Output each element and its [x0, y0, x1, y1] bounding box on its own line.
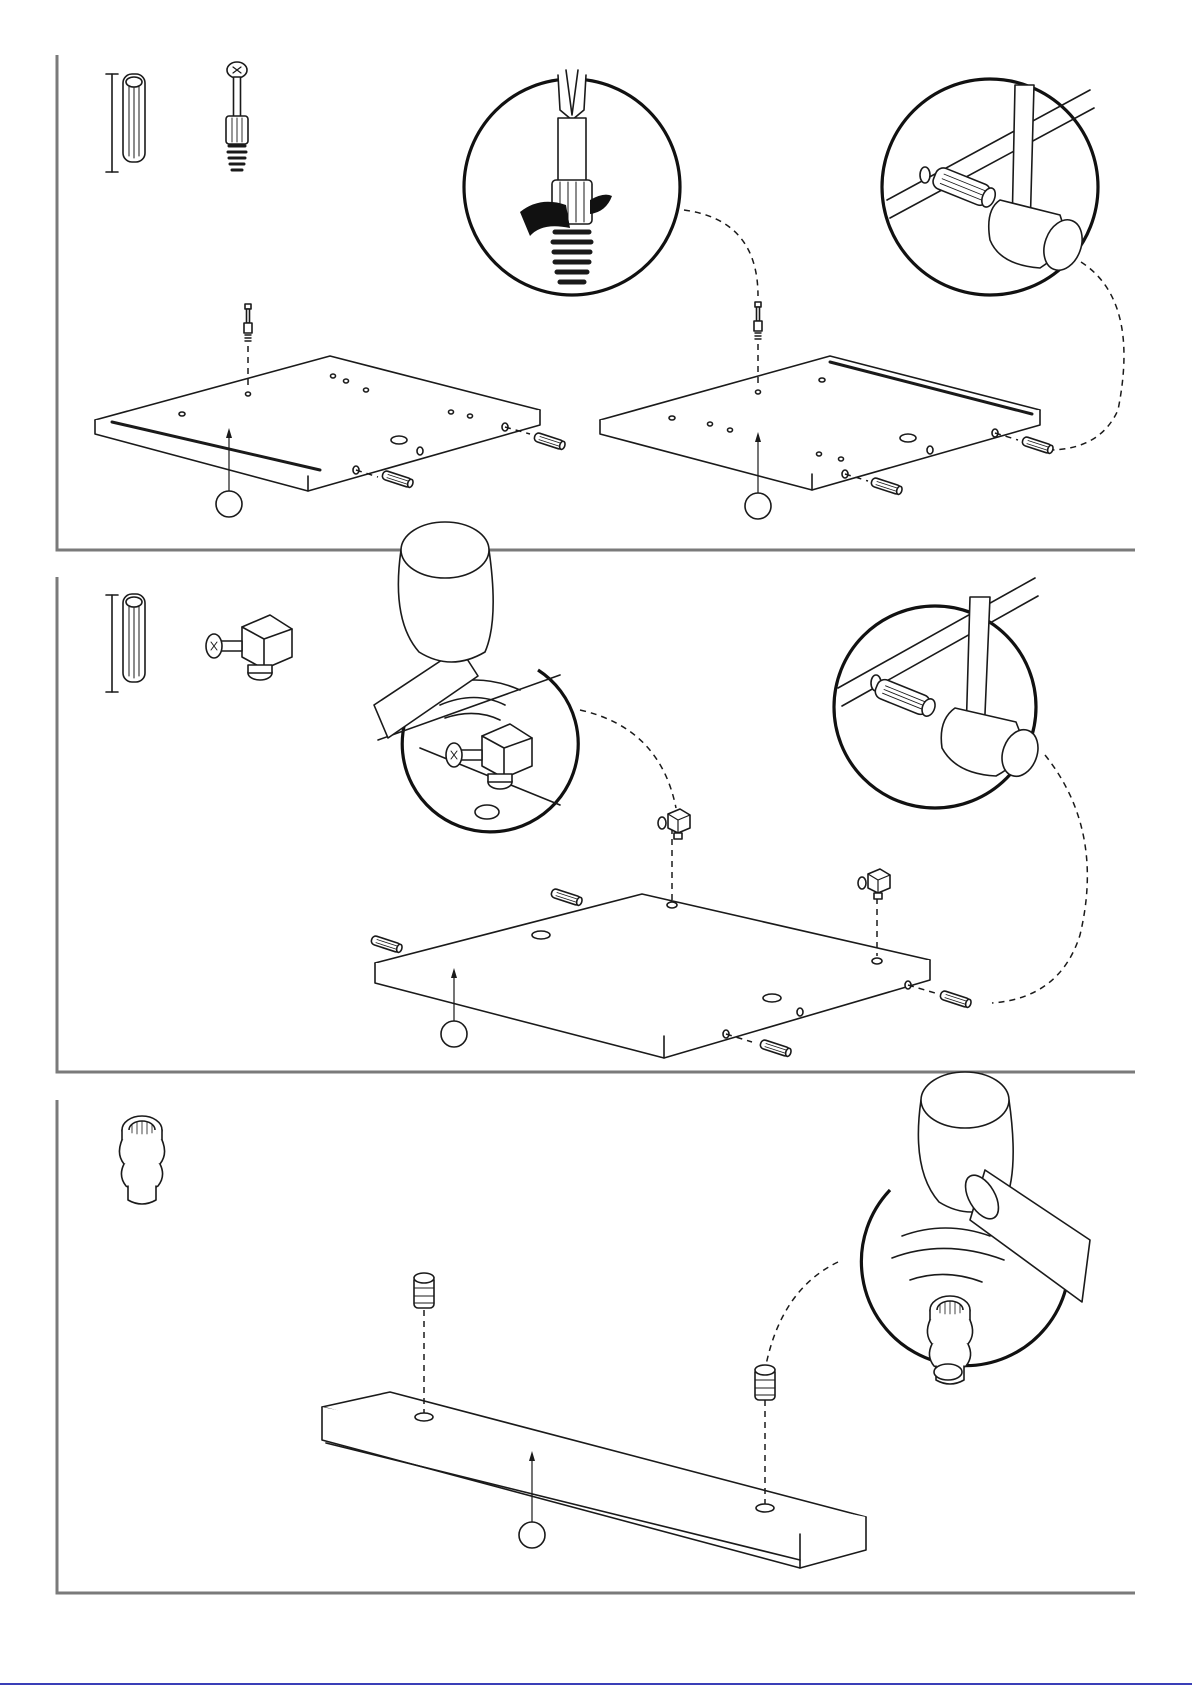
mallet-insert-detail-callout	[861, 1072, 1090, 1384]
mallet-dowel-detail-callout	[834, 578, 1044, 808]
board-right	[600, 302, 1054, 519]
part-number-circle	[216, 491, 242, 517]
panel-3	[119, 1072, 1090, 1568]
beam-panel-3	[322, 1273, 866, 1568]
callout-leader	[1048, 262, 1124, 450]
callout-leader	[684, 210, 758, 296]
corner-connector-part-icon	[206, 615, 292, 680]
panel-2	[106, 522, 1087, 1058]
callout-leader	[992, 755, 1087, 1003]
panel-1	[95, 62, 1124, 519]
callout-leader	[765, 1262, 838, 1370]
board-left	[95, 304, 566, 517]
dowel-part-icon	[106, 594, 145, 692]
part-number-circle	[745, 493, 771, 519]
callout-leader	[580, 710, 676, 808]
dowel-part-icon	[106, 74, 145, 172]
threaded-insert-part-icon	[119, 1116, 164, 1204]
board-panel-2	[370, 809, 972, 1058]
cam-bolt-part-icon	[226, 62, 248, 170]
part-number-circle	[519, 1522, 545, 1548]
screwdriver-detail-callout	[464, 70, 680, 295]
mallet-dowel-detail-callout	[882, 79, 1098, 295]
part-number-circle	[441, 1021, 467, 1047]
mallet-connector-detail-callout	[374, 522, 578, 832]
